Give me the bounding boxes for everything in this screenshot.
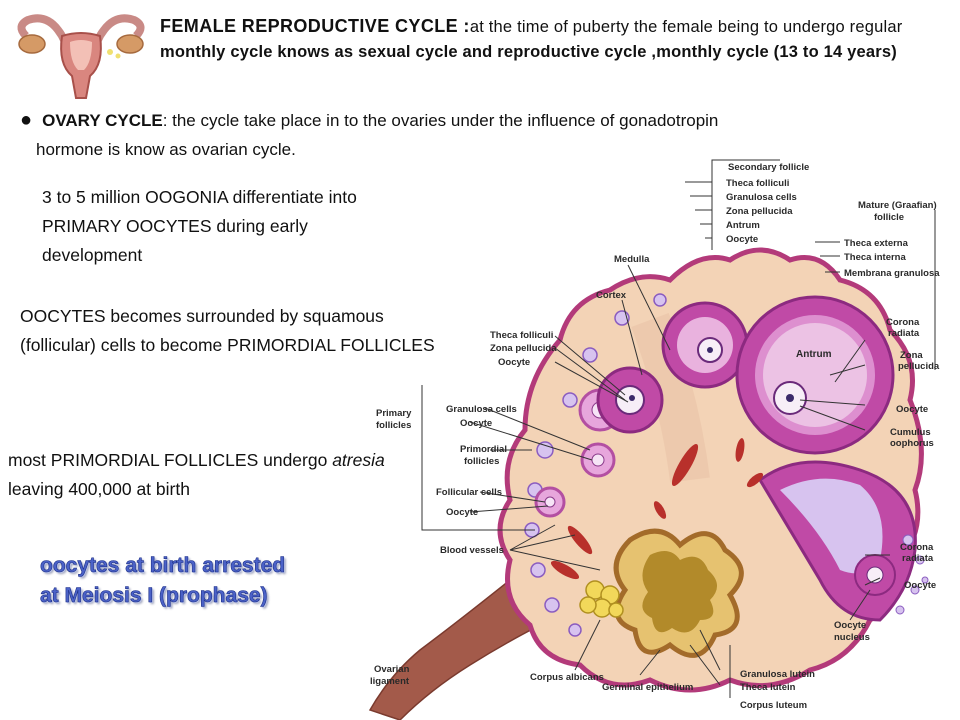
atresia-term: atresia (332, 450, 385, 470)
label-oocyte-nucleus-2: nucleus (834, 632, 870, 643)
callout-line-1: oocytes at birth arrested (40, 554, 286, 578)
callout-line-2: at Meiosis I (prophase) (40, 584, 268, 608)
label-theca-folliculi-left: Theca folliculi (490, 330, 553, 341)
ovary-diagram: Secondary follicle Theca folliculi Granu… (368, 159, 940, 720)
label-theca-lutein: Theca lutein (740, 682, 796, 693)
label-zona-pellucida-right-1: Zona (900, 350, 923, 361)
label-follicular-cells: Follicular cells (436, 487, 502, 498)
label-primary-follicles-1: Primary (376, 408, 412, 419)
ovary-cycle-text: : the cycle take place in to the ovaries… (162, 111, 719, 130)
label-corona-radiata-b1: Corona (900, 542, 934, 553)
label-zona-pellucida-left: Zona pellucida (490, 343, 557, 354)
label-zona-pellucida-right-2: pellucida (898, 361, 940, 372)
page-title: FEMALE REPRODUCTIVE CYCLE :at the time o… (160, 14, 940, 65)
label-oocyte-left3: Oocyte (446, 507, 478, 518)
atresia-text-a: most PRIMORDIAL FOLLICLES undergo (8, 450, 333, 470)
atresia-text-c: leaving 400,000 at birth (8, 479, 190, 499)
title-bold-text: monthly cycle knows as sexual cycle and … (160, 43, 897, 61)
label-secondary-follicle: Secondary follicle (728, 162, 809, 173)
label-granulosa-cells-top: Granulosa cells (726, 192, 797, 203)
label-granulosa-cells-left: Granulosa cells (446, 404, 517, 415)
label-oocyte-top: Oocyte (726, 234, 758, 245)
label-theca-folliculi-top: Theca folliculi (726, 178, 789, 189)
label-corpus-albicans: Corpus albicans (530, 672, 604, 683)
label-zona-pellucida-top: Zona pellucida (726, 206, 793, 217)
label-theca-externa: Theca externa (844, 238, 909, 249)
label-primordial-2: follicles (464, 456, 499, 467)
label-primordial-1: Primordial (460, 444, 507, 455)
label-mature-follicle-2: follicle (874, 212, 904, 223)
label-mature-follicle-1: Mature (Graafian) (858, 200, 937, 211)
title-text: at the time of puberty the female being … (469, 18, 903, 36)
label-antrum-top: Antrum (726, 220, 760, 231)
uterus-icon (6, 6, 156, 102)
label-germinal-epithelium: Germinal epithelium (602, 682, 693, 693)
label-theca-interna: Theca interna (844, 252, 906, 263)
label-corona-radiata-2: radiata (888, 328, 920, 339)
label-oocyte-b: Oocyte (904, 580, 936, 591)
label-antrum-inner: Antrum (796, 349, 832, 360)
ovary-cycle-text-cont: hormone is know as ovarian cycle. (36, 140, 296, 159)
label-medulla: Medulla (614, 254, 650, 265)
label-oocyte-left: Oocyte (498, 357, 530, 368)
label-ovarian-ligament-1: Ovarian (374, 664, 410, 675)
label-cortex: Cortex (596, 290, 627, 301)
label-oocyte-left2: Oocyte (460, 418, 492, 429)
primordial-follicles-paragraph: OOCYTES becomes surrounded by squamous (… (20, 306, 435, 355)
label-membrana-granulosa: Membrana granulosa (844, 268, 940, 279)
label-blood-vessels: Blood vessels (440, 545, 504, 556)
label-corpus-luteum: Corpus luteum (740, 700, 807, 711)
label-corona-radiata-1: Corona (886, 317, 920, 328)
label-oocyte-nucleus-1: Oocyte (834, 620, 866, 631)
label-primary-follicles-2: follicles (376, 420, 411, 431)
ovary-cycle-label: OVARY CYCLE (42, 111, 163, 130)
ovary-cycle-bullet: ● OVARY CYCLE: the cycle take place in to… (20, 106, 880, 164)
label-ovarian-ligament-2: ligament (370, 676, 410, 687)
oogonia-paragraph: 3 to 5 million OOGONIA differentiate int… (42, 187, 357, 265)
label-granulosa-lutein: Granulosa lutein (740, 669, 815, 680)
bullet-icon: ● (20, 109, 33, 131)
meiosis-callout: oocytes at birth arrested at Meiosis I (… (40, 551, 400, 611)
atresia-paragraph: most PRIMORDIAL FOLLICLES undergo atresi… (8, 446, 388, 504)
label-cumulus-2: oophorus (890, 438, 934, 449)
label-corona-radiata-b2: radiata (902, 553, 934, 564)
title-heading: FEMALE REPRODUCTIVE CYCLE : (160, 16, 470, 36)
label-cumulus-1: Cumulus (890, 427, 931, 438)
label-oocyte-right: Oocyte (896, 404, 928, 415)
